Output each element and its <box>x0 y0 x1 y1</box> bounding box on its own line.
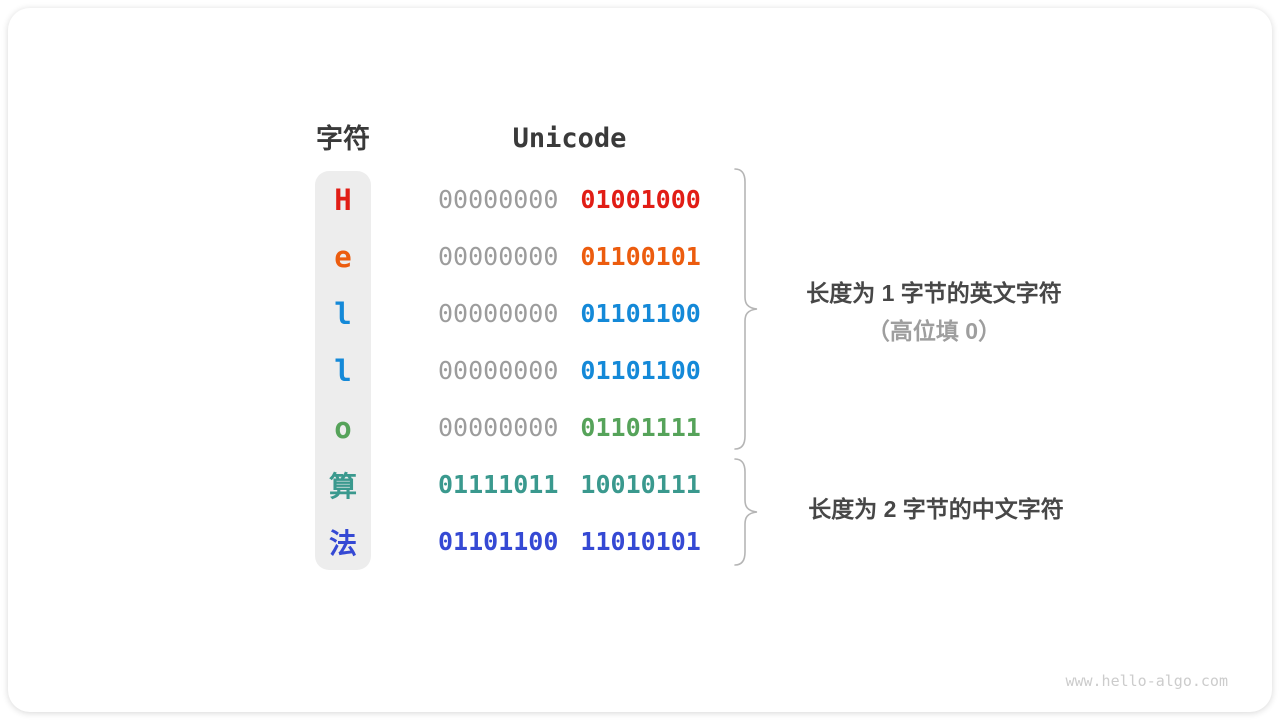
table-row: 00000000 01100101 <box>438 228 701 285</box>
char-cell: l <box>334 353 352 388</box>
unicode-high-byte: 00000000 <box>438 356 559 385</box>
table-row: 01101100 11010101 <box>438 513 701 570</box>
annotation-1byte-line2: （高位填 0） <box>866 318 1002 344</box>
character-column: H e l l o 算 法 <box>315 171 371 570</box>
unicode-high-byte: 01111011 <box>438 470 559 499</box>
annotation-2byte: 长度为 2 字节的中文字符 <box>778 490 1094 528</box>
char-cell: 算 <box>328 470 357 502</box>
char-cell: 法 <box>328 527 357 559</box>
unicode-low-byte: 01100101 <box>580 242 701 271</box>
column-header-char: 字符 <box>316 124 370 154</box>
annotation-2byte-line1: 长度为 2 字节的中文字符 <box>808 496 1064 522</box>
unicode-low-byte: 01101111 <box>580 413 701 442</box>
unicode-low-byte: 11010101 <box>580 527 701 556</box>
unicode-high-byte: 00000000 <box>438 185 559 214</box>
unicode-low-byte: 01101100 <box>580 299 701 328</box>
table-row: 00000000 01101100 <box>438 342 701 399</box>
diagram-card: 字符 Unicode H e l l o 算 法 00000000 010010… <box>8 8 1272 712</box>
annotation-1byte-line1: 长度为 1 字节的英文字符 <box>806 280 1062 306</box>
unicode-high-byte: 00000000 <box>438 242 559 271</box>
unicode-low-byte: 10010111 <box>580 470 701 499</box>
brace-2byte-group <box>734 458 758 566</box>
char-cell: H <box>334 182 352 217</box>
table-row: 01111011 10010111 <box>438 456 701 513</box>
table-row: 00000000 01101100 <box>438 285 701 342</box>
unicode-column: 00000000 01001000 00000000 01100101 0000… <box>438 171 701 570</box>
unicode-high-byte: 00000000 <box>438 413 559 442</box>
unicode-high-byte: 00000000 <box>438 299 559 328</box>
unicode-high-byte: 01101100 <box>438 527 559 556</box>
char-cell: e <box>334 239 352 274</box>
table-row: 00000000 01001000 <box>438 171 701 228</box>
unicode-low-byte: 01101100 <box>580 356 701 385</box>
char-cell: l <box>334 296 352 331</box>
column-header-unicode: Unicode <box>512 123 627 154</box>
annotation-1byte: 长度为 1 字节的英文字符 （高位填 0） <box>778 274 1090 350</box>
watermark: www.hello-algo.com <box>1065 672 1228 690</box>
unicode-low-byte: 01001000 <box>580 185 701 214</box>
table-row: 00000000 01101111 <box>438 399 701 456</box>
char-cell: o <box>334 410 352 445</box>
brace-1byte-group <box>734 168 758 450</box>
